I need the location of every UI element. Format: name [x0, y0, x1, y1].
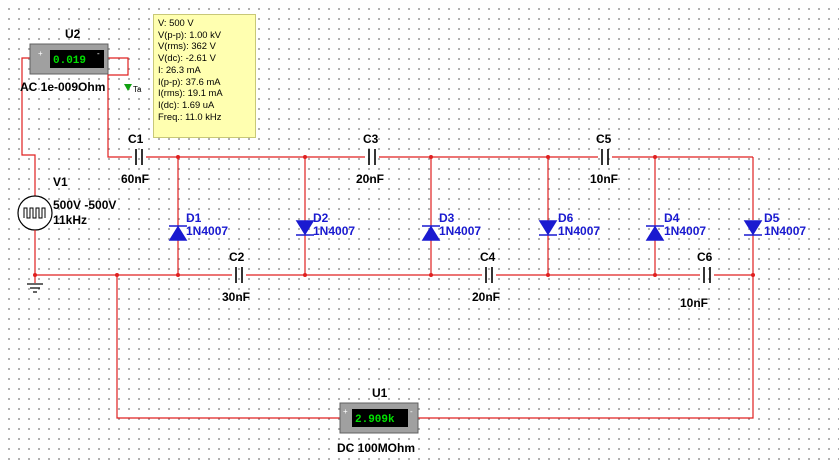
diode-name: D2 [313, 211, 329, 225]
diode-name: D1 [186, 211, 202, 225]
probe-tag: Ta [133, 85, 142, 94]
capacitor-c5[interactable] [601, 149, 609, 165]
meter-mode: AC 1e-009Ohm [20, 80, 105, 94]
probe-line: V(rms): 362 V [158, 40, 216, 52]
probe-line: I(dc): 1.69 uA [158, 98, 215, 110]
diode-d1[interactable] [168, 225, 188, 241]
probe-line: V: 500 V [158, 17, 194, 28]
diode-model: 1N4007 [664, 224, 706, 238]
plus-terminal-icon: + [343, 407, 348, 416]
diode-d4[interactable] [645, 225, 665, 241]
capacitor-name: C6 [697, 250, 713, 264]
capacitor-name: C1 [128, 132, 144, 146]
diode-name: D3 [439, 211, 455, 225]
diode-name: D5 [764, 211, 780, 225]
capacitor-value: 10nF [590, 172, 618, 186]
capacitor-c4[interactable] [485, 267, 493, 283]
probe-line: I(p-p): 37.6 mA [158, 75, 221, 87]
capacitor-value: 20nF [472, 290, 500, 304]
meter-reading: 0.019 [53, 55, 86, 67]
capacitor-c1[interactable] [135, 149, 143, 165]
capacitor-name: C3 [363, 132, 379, 146]
capacitor-c6[interactable] [703, 267, 711, 283]
diode-d3[interactable] [421, 225, 441, 241]
diode-model: 1N4007 [764, 224, 806, 238]
capacitor-value: 20nF [356, 172, 384, 186]
plus-terminal-icon: + [38, 49, 43, 58]
probe-line: Freq.: 11.0 kHz [158, 110, 222, 122]
meter-name: U1 [372, 386, 388, 400]
probe-tooltip: V: 500 V V(p-p): 1.00 kV V(rms): 362 V V… [153, 14, 256, 138]
multimeter-u2[interactable]: + - [29, 43, 109, 75]
probe-marker-icon[interactable] [124, 84, 132, 91]
minus-terminal-icon: - [97, 49, 100, 58]
diode-model: 1N4007 [558, 224, 600, 238]
capacitor-name: C4 [480, 250, 496, 264]
capacitor-c2[interactable] [235, 267, 243, 283]
multimeter-u1[interactable]: + - [339, 402, 419, 434]
capacitor-name: C5 [596, 132, 612, 146]
wires [21, 57, 754, 419]
diode-d2[interactable] [295, 220, 315, 236]
diode-model: 1N4007 [313, 224, 355, 238]
source-amplitude: 500V -500V [53, 198, 116, 212]
diode-name: D6 [558, 211, 574, 225]
diode-d5[interactable] [743, 220, 763, 236]
probe-line: V(p-p): 1.00 kV [158, 28, 222, 40]
capacitor-value: 60nF [121, 172, 149, 186]
meter-name: U2 [65, 27, 81, 41]
ac-voltage-source[interactable] [17, 188, 53, 238]
meter-reading: 2.909k [355, 414, 395, 426]
minus-terminal-icon: - [410, 407, 413, 416]
source-frequency: 11kHz [53, 213, 87, 227]
capacitor-value: 30nF [222, 290, 250, 304]
diode-d6[interactable] [538, 220, 558, 236]
diode-model: 1N4007 [186, 224, 228, 238]
meter-mode: DC 100MOhm [337, 441, 415, 455]
junctions [33, 155, 755, 277]
diode-model: 1N4007 [439, 224, 481, 238]
probe-line: I(rms): 19.1 mA [158, 87, 223, 99]
source-name: V1 [53, 175, 68, 189]
capacitor-value: 10nF [680, 296, 708, 310]
ground-icon [27, 283, 43, 293]
capacitor-name: C2 [229, 250, 245, 264]
diode-name: D4 [664, 211, 680, 225]
probe-line: I: 26.3 mA [158, 63, 201, 75]
capacitor-c3[interactable] [368, 149, 376, 165]
probe-line: V(dc): -2.61 V [158, 52, 216, 64]
